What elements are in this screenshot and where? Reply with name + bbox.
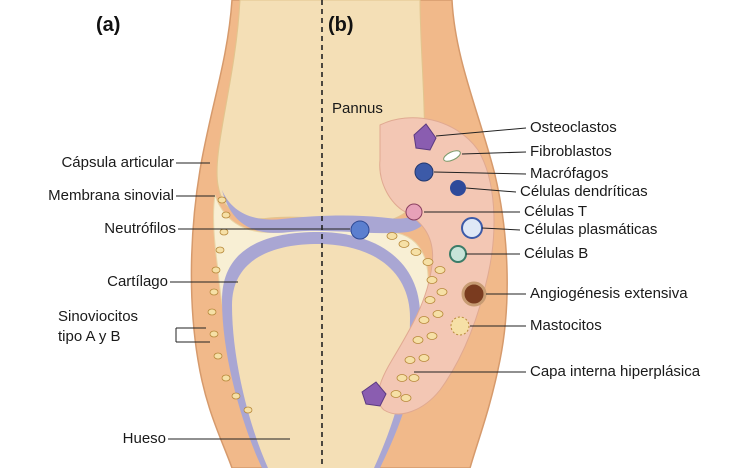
mast-cell — [451, 317, 469, 335]
label-fibroblastos: Fibroblastos — [530, 143, 612, 161]
label-membrana-sinovial: Membrana sinovial — [48, 187, 174, 205]
label-hueso: Hueso — [123, 430, 166, 448]
label-sinoviocitos-line2: tipo A y B — [58, 328, 121, 346]
t-cell — [406, 204, 422, 220]
label-celulas-b: Células B — [524, 245, 588, 263]
label-cartilago: Cartílago — [107, 273, 168, 291]
label-capsula-articular: Cápsula articular — [61, 154, 174, 172]
label-celulas-plasmaticas: Células plasmáticas — [524, 221, 657, 239]
lower-bone — [232, 244, 410, 468]
label-celulas-dendriticas: Células dendríticas — [520, 183, 648, 201]
neutrophil-cell — [351, 221, 369, 239]
label-celulas-t: Células T — [524, 203, 587, 221]
label-mastocitos: Mastocitos — [530, 317, 602, 335]
label-angiogenesis-extensiva: Angiogénesis extensiva — [530, 285, 688, 303]
label-pannus: Pannus — [332, 100, 383, 118]
b-cell — [450, 246, 466, 262]
plasma-cell — [462, 218, 482, 238]
macrophage-cell — [415, 163, 433, 181]
dendritic-cell — [450, 180, 466, 196]
label-capa-interna-hiperplasica: Capa interna hiperplásica — [530, 363, 700, 381]
panel-a-label: (a) — [96, 14, 120, 37]
label-macrofagos: Macrófagos — [530, 165, 608, 183]
blood-vessel — [463, 283, 485, 305]
label-sinoviocitos-line1: Sinoviocitos — [58, 308, 138, 326]
panel-b-label: (b) — [328, 14, 354, 37]
label-neutrofilos: Neutrófilos — [104, 220, 176, 238]
label-osteoclastos: Osteoclastos — [530, 119, 617, 137]
